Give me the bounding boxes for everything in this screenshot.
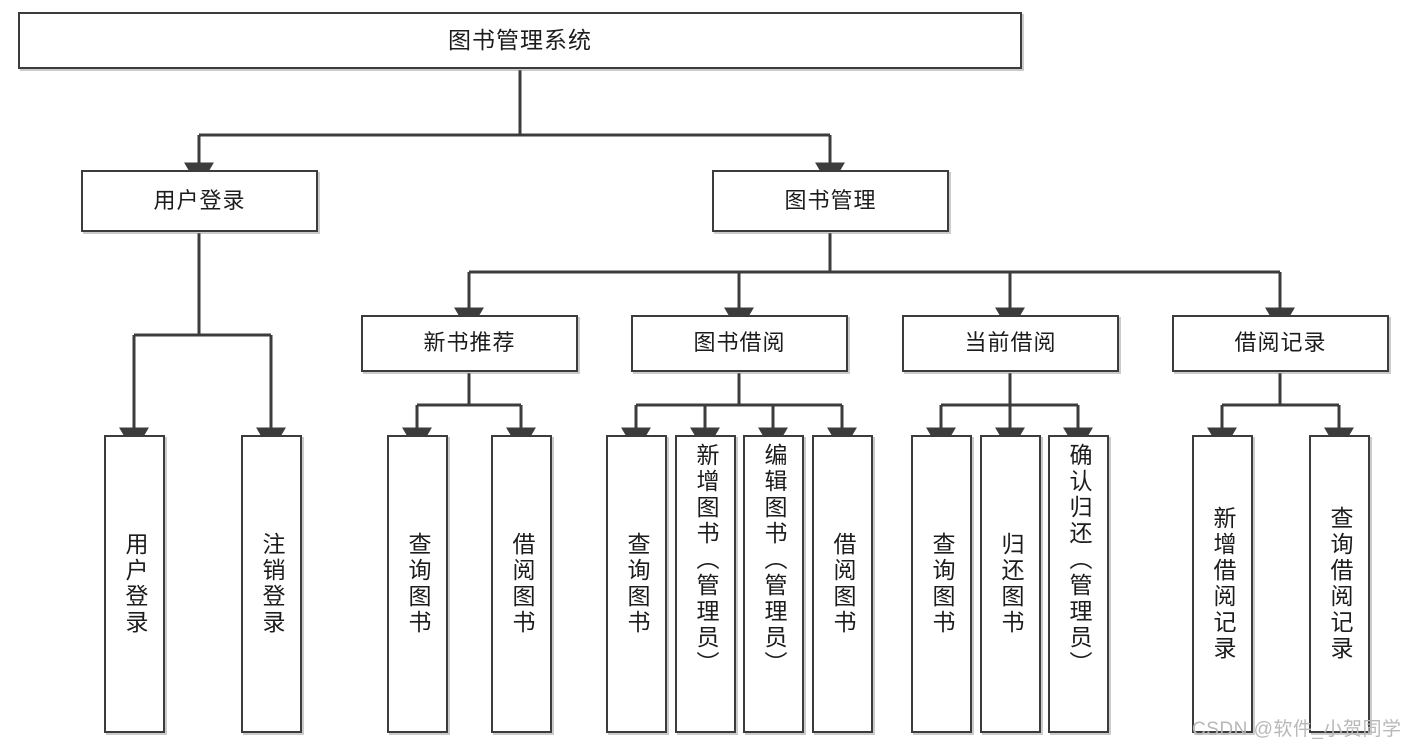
node-current-borrow[interactable]: 当前借阅 <box>902 315 1119 372</box>
node-label: 借阅图书 <box>509 532 535 636</box>
node-label: 查询图书 <box>624 532 650 636</box>
node-user-login[interactable]: 用户登录 <box>81 170 318 232</box>
node-new-book-recommend[interactable]: 新书推荐 <box>361 315 578 372</box>
leaf-query-book-current[interactable]: 查询图书 <box>911 435 972 733</box>
node-label: 查询借阅记录 <box>1327 506 1353 662</box>
leaf-query-borrow-record[interactable]: 查询借阅记录 <box>1309 435 1370 733</box>
leaf-borrow-book[interactable]: 借阅图书 <box>812 435 873 733</box>
leaf-user-login[interactable]: 用户登录 <box>104 435 165 733</box>
node-borrow-records[interactable]: 借阅记录 <box>1172 315 1389 372</box>
node-label: 用户登录 <box>122 532 148 636</box>
node-label: 查询图书 <box>405 532 431 636</box>
node-label: 借阅记录 <box>1234 330 1327 356</box>
node-label: 当前借阅 <box>964 330 1057 356</box>
node-label: 借阅图书 <box>830 532 856 636</box>
node-label: 图书借阅 <box>693 330 786 356</box>
node-label: 新书推荐 <box>423 330 516 356</box>
node-label: 图书管理 <box>784 187 877 213</box>
leaf-confirm-return-admin[interactable]: 确认归还（管理员） <box>1048 435 1109 733</box>
node-label: 注销登录 <box>259 532 285 636</box>
node-label: 用户登录 <box>153 187 246 213</box>
node-label: 查询图书 <box>929 532 955 636</box>
node-book-borrow[interactable]: 图书借阅 <box>631 315 848 372</box>
node-book-management[interactable]: 图书管理 <box>712 170 949 232</box>
node-label: 新增借阅记录 <box>1210 506 1236 662</box>
node-label: 新增图书（管理员） <box>693 443 719 677</box>
leaf-add-book-admin[interactable]: 新增图书（管理员） <box>675 435 736 733</box>
leaf-query-book-recommend[interactable]: 查询图书 <box>387 435 448 733</box>
leaf-return-book[interactable]: 归还图书 <box>980 435 1041 733</box>
leaf-borrow-book-recommend[interactable]: 借阅图书 <box>491 435 552 733</box>
leaf-query-book-borrow[interactable]: 查询图书 <box>606 435 667 733</box>
leaf-logout[interactable]: 注销登录 <box>241 435 302 733</box>
node-label: 图书管理系统 <box>448 26 592 53</box>
node-label: 确认归还（管理员） <box>1066 443 1092 677</box>
leaf-edit-book-admin[interactable]: 编辑图书（管理员） <box>743 435 804 733</box>
csdn-watermark: CSDN @软件_小贺同学 <box>1192 719 1402 740</box>
node-label: 归还图书 <box>998 532 1024 636</box>
node-root-system[interactable]: 图书管理系统 <box>18 12 1022 69</box>
node-label: 编辑图书（管理员） <box>761 443 787 677</box>
leaf-add-borrow-record[interactable]: 新增借阅记录 <box>1192 435 1253 733</box>
